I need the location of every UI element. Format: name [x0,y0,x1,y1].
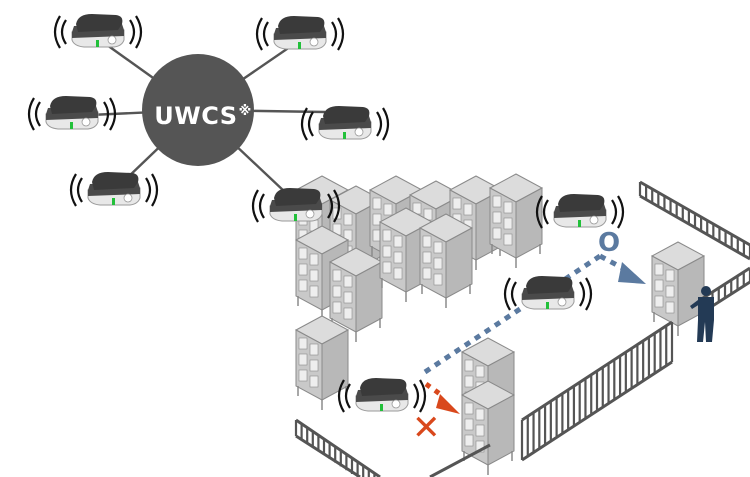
network-robot [27,95,117,132]
network-robot [53,13,143,50]
network-robot [255,15,345,52]
hub-name: UWCS [154,102,238,130]
fence-bars [294,182,750,477]
blocked-route-arrow [436,394,460,414]
warehouse-scene [294,173,750,477]
allowed-route-path [423,253,646,375]
blocked-route-path [424,381,460,414]
hub-label: UWCS※ [148,102,258,130]
worker-figure [690,286,714,342]
allowed-route-mark: O [598,228,621,258]
blocked-route-mark: ✕ [412,408,441,448]
footnote-mark: ※ [238,104,252,119]
allowed-route-arrow [618,262,646,284]
network-robot [69,171,159,208]
uwcs-hub [142,54,254,166]
